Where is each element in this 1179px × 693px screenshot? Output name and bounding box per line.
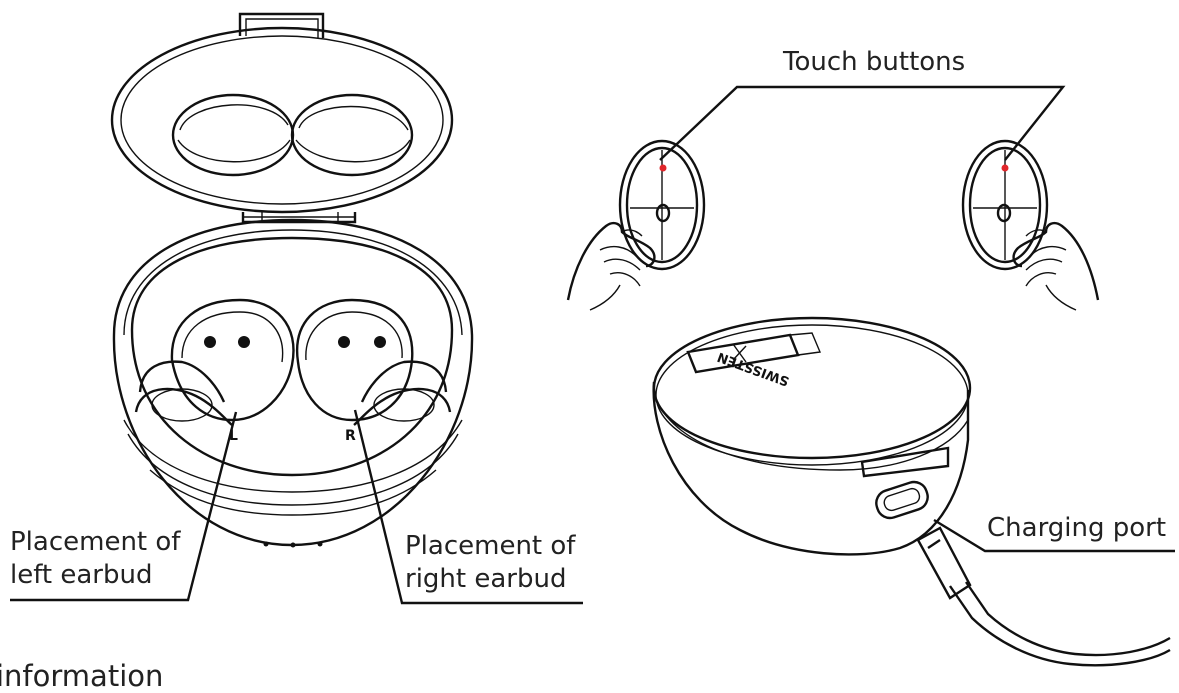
information-heading: information [0,659,164,693]
right-earbud-placement-label: Placement of right earbud [405,530,575,596]
right-earbud-marker: R [345,428,356,444]
case-lid [110,26,454,214]
left-touch-point [659,164,667,172]
right-earbud-in-case [295,298,452,426]
left-earbud-in-case [134,298,295,426]
case-lid-tab [238,12,325,38]
case-brand-logo: SWISSTEN [715,348,791,388]
touch-buttons-leader-lines [659,85,1066,161]
right-placement-line-1: Placement of [405,531,576,561]
left-earbud-marker: L [229,428,238,444]
right-earbud-leader-line [353,409,583,605]
left-earbud-leader-line [10,411,238,602]
case-base [112,218,474,548]
right-placement-line-2: right earbud [405,564,567,594]
left-placement-line-1: Placement of [10,527,181,557]
left-earbud-touch [566,139,706,311]
right-touch-point [1001,164,1009,172]
charging-port-leader-line [933,518,1175,553]
touch-buttons-label: Touch buttons [783,47,966,77]
charging-port-socket [875,480,929,520]
left-earbud-placement-label: Placement of left earbud [10,526,180,592]
charging-port-label: Charging port [987,513,1167,543]
open-charging-case: L R [110,12,474,548]
left-placement-line-2: left earbud [10,560,153,590]
charging-cable [916,526,972,600]
closed-charging-case: SWISSTEN [652,316,1171,667]
right-earbud-touch [961,139,1100,311]
